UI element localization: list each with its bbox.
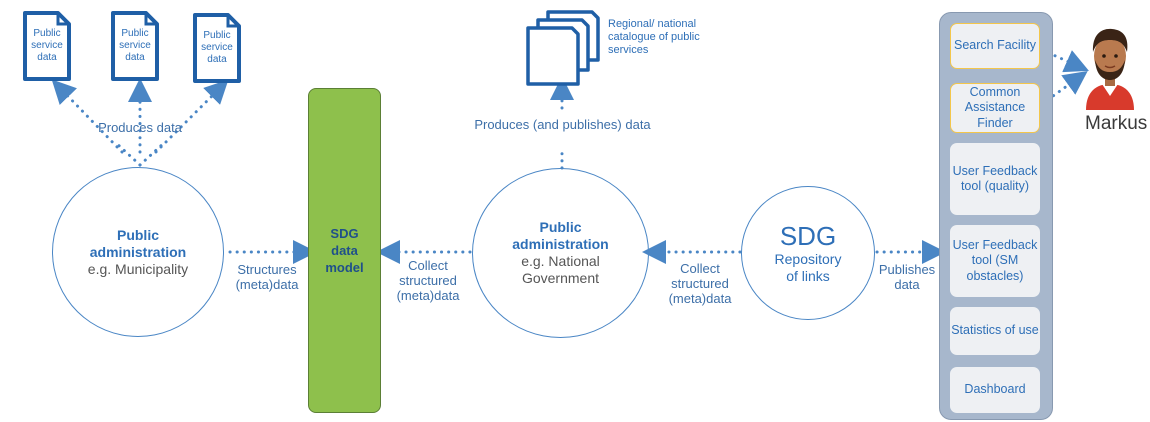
arrow-to-doc-3 <box>154 79 229 154</box>
repository-circle: SDG Repository of links <box>741 186 875 320</box>
user-feedback-quality-tile[interactable]: User Feedback tool (quality) <box>950 143 1040 215</box>
structures-label: Structures (meta)data <box>235 262 299 292</box>
dashboard-tile[interactable]: Dashboard <box>950 367 1040 413</box>
fan-from-circle-2 <box>138 140 167 167</box>
sdg-data-model-bar: SDG data model <box>308 88 381 413</box>
national-title: Public administration <box>512 219 609 252</box>
collect-right-label: Collect structured (meta)data <box>668 261 732 306</box>
catalogue-stack-icon <box>526 10 600 86</box>
municipality-title: Public administration <box>89 226 187 260</box>
document-label: Public service data <box>201 30 233 65</box>
arrow-to-doc-1 <box>51 79 124 154</box>
publishes-label: Publishes data <box>878 262 936 292</box>
municipality-circle: Public administration e.g. Municipality <box>52 167 224 337</box>
user-name: Markus <box>1085 113 1148 134</box>
services-panel: Search Facility Common Assistance Finder… <box>939 12 1053 420</box>
fan-from-circle <box>113 140 142 167</box>
repository-subtitle: Repository of links <box>774 251 842 284</box>
collect-left-label: Collect structured (meta)data <box>396 258 460 303</box>
document-icon-2: Public service data <box>110 10 160 81</box>
national-circle: Public administration e.g. National Gove… <box>472 168 649 338</box>
catalogue-label: Regional/ national catalogue of public s… <box>608 18 700 56</box>
municipality-subtitle: e.g. Municipality <box>87 260 189 277</box>
user-avatar-icon <box>1086 28 1134 110</box>
produces-data-label: Produces data <box>98 120 182 135</box>
sdg-data-model-label: SDG data model <box>325 226 364 275</box>
search-facility-tile[interactable]: Search Facility <box>950 23 1040 69</box>
document-label: Public service data <box>31 28 63 63</box>
document-label: Public service data <box>119 28 151 63</box>
statistics-of-use-tile[interactable]: Statistics of use <box>950 307 1040 355</box>
repository-title: SDG <box>779 221 837 251</box>
national-subtitle: e.g. National Government <box>521 253 600 286</box>
produces-publishes-label: Produces (and publishes) data <box>474 117 651 132</box>
user-feedback-sm-obstacles-tile[interactable]: User Feedback tool (SM obstacles) <box>950 225 1040 297</box>
document-icon-1: Public service data <box>22 10 72 81</box>
common-assistance-finder-tile[interactable]: Common Assistance Finder <box>950 83 1040 133</box>
document-icon-3: Public service data <box>192 12 242 83</box>
